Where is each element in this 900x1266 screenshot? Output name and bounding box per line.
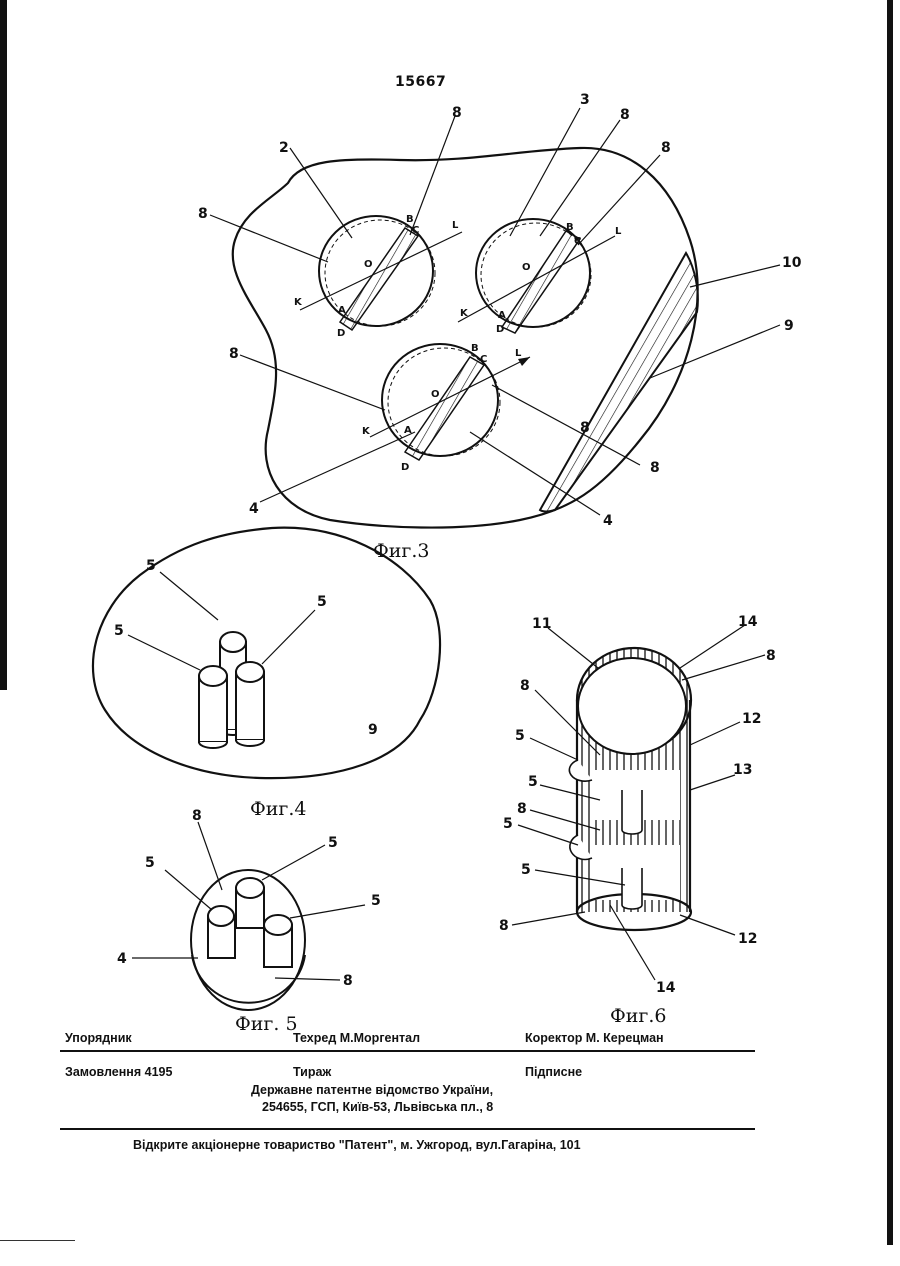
svg-text:O: O [364, 259, 373, 270]
svg-text:4: 4 [249, 501, 259, 517]
svg-text:8: 8 [520, 678, 530, 694]
svg-text:8: 8 [192, 808, 202, 824]
svg-text:8: 8 [452, 105, 462, 121]
svg-text:5: 5 [145, 855, 155, 871]
svg-text:11: 11 [532, 616, 551, 632]
svg-text:8: 8 [620, 107, 630, 123]
svg-text:12: 12 [742, 711, 761, 727]
fig4-cylinder-right [236, 662, 264, 746]
svg-text:8: 8 [198, 206, 208, 222]
svg-text:4: 4 [603, 513, 613, 529]
fig4-cylinder-left [199, 666, 227, 748]
svg-text:5: 5 [515, 728, 525, 744]
imprint-rule-2 [60, 1128, 755, 1130]
svg-text:5: 5 [317, 594, 327, 610]
svg-text:8: 8 [766, 648, 776, 664]
figure-4: 5 5 5 9 Фиг.4 [93, 528, 440, 820]
fig3-circle-2 [300, 216, 462, 330]
svg-text:L: L [452, 220, 459, 231]
svg-text:K: K [362, 426, 371, 437]
imprint-techred: Техред М.Моргентал [293, 1031, 420, 1045]
svg-text:D: D [401, 462, 409, 473]
svg-text:A: A [338, 305, 346, 316]
svg-text:8: 8 [229, 346, 239, 362]
imprint-corrector: Коректор М. Керецман [525, 1031, 664, 1045]
svg-text:14: 14 [656, 980, 676, 996]
svg-text:B: B [566, 222, 574, 233]
imprint-circulation: Тираж [293, 1065, 331, 1079]
svg-text:14: 14 [738, 614, 758, 630]
fig3-circle-3 [458, 219, 615, 333]
svg-text:K: K [460, 308, 469, 319]
fig3-letter-labels: K O A B C D L K O A B C D L K O A B C D [294, 214, 622, 473]
svg-text:8: 8 [580, 420, 590, 436]
svg-text:8: 8 [661, 140, 671, 156]
svg-text:B: B [406, 214, 414, 225]
fig3-caption: Фиг.3 [373, 540, 430, 562]
svg-text:10: 10 [782, 255, 802, 271]
fig4-caption: Фиг.4 [250, 798, 307, 820]
svg-text:5: 5 [521, 862, 531, 878]
svg-text:8: 8 [517, 801, 527, 817]
svg-text:D: D [496, 324, 504, 335]
svg-text:C: C [412, 225, 419, 236]
svg-text:5: 5 [528, 774, 538, 790]
svg-text:B: B [471, 343, 479, 354]
svg-text:3: 3 [580, 92, 590, 108]
svg-text:5: 5 [146, 558, 156, 574]
fig5-cylinders [208, 878, 292, 967]
svg-text:5: 5 [371, 893, 381, 909]
svg-text:5: 5 [503, 816, 513, 832]
svg-text:O: O [522, 262, 531, 273]
svg-text:C: C [480, 354, 487, 365]
imprint-office-line1: Державне патентне відомство України, [251, 1083, 493, 1097]
imprint-order: Замовлення 4195 [65, 1065, 172, 1079]
svg-text:A: A [498, 310, 506, 321]
svg-text:8: 8 [499, 918, 509, 934]
svg-text:12: 12 [738, 931, 757, 947]
svg-text:9: 9 [368, 722, 378, 738]
svg-text:D: D [337, 328, 345, 339]
svg-text:5: 5 [328, 835, 338, 851]
fig3-hatched-strip [540, 253, 698, 512]
svg-text:C: C [574, 236, 581, 247]
svg-text:5: 5 [114, 623, 124, 639]
svg-text:2: 2 [279, 140, 289, 156]
svg-text:L: L [515, 348, 522, 359]
fig6-caption: Фиг.6 [610, 1005, 667, 1027]
figure-6: 11 14 8 8 12 5 5 13 8 5 5 8 12 14 Фиг.6 [499, 614, 776, 1027]
figure-3: 2 3 4 4 8 8 8 8 8 8 8 9 10 K O A B C D [198, 92, 802, 562]
svg-text:A: A [404, 425, 412, 436]
imprint-compiler: Упорядник [65, 1031, 132, 1045]
fig3-outline [233, 148, 698, 528]
svg-text:8: 8 [343, 973, 353, 989]
svg-text:K: K [294, 297, 303, 308]
svg-text:O: O [431, 389, 440, 400]
svg-text:4: 4 [117, 951, 127, 967]
imprint-publisher: Відкрите акціонерне товариство "Патент",… [133, 1138, 581, 1152]
fig3-circle-4 [370, 344, 530, 460]
svg-text:13: 13 [733, 762, 752, 778]
imprint-office-line2: 254655, ГСП, Київ-53, Львівська пл., 8 [262, 1100, 493, 1114]
svg-text:L: L [615, 226, 622, 237]
imprint-rule-1 [60, 1050, 755, 1052]
figure-5: 8 5 5 5 4 8 Фиг. 5 [117, 808, 381, 1035]
svg-text:8: 8 [650, 460, 660, 476]
svg-text:9: 9 [784, 318, 794, 334]
imprint-subscription: Підписне [525, 1065, 582, 1079]
fig5-caption: Фиг. 5 [235, 1013, 298, 1035]
